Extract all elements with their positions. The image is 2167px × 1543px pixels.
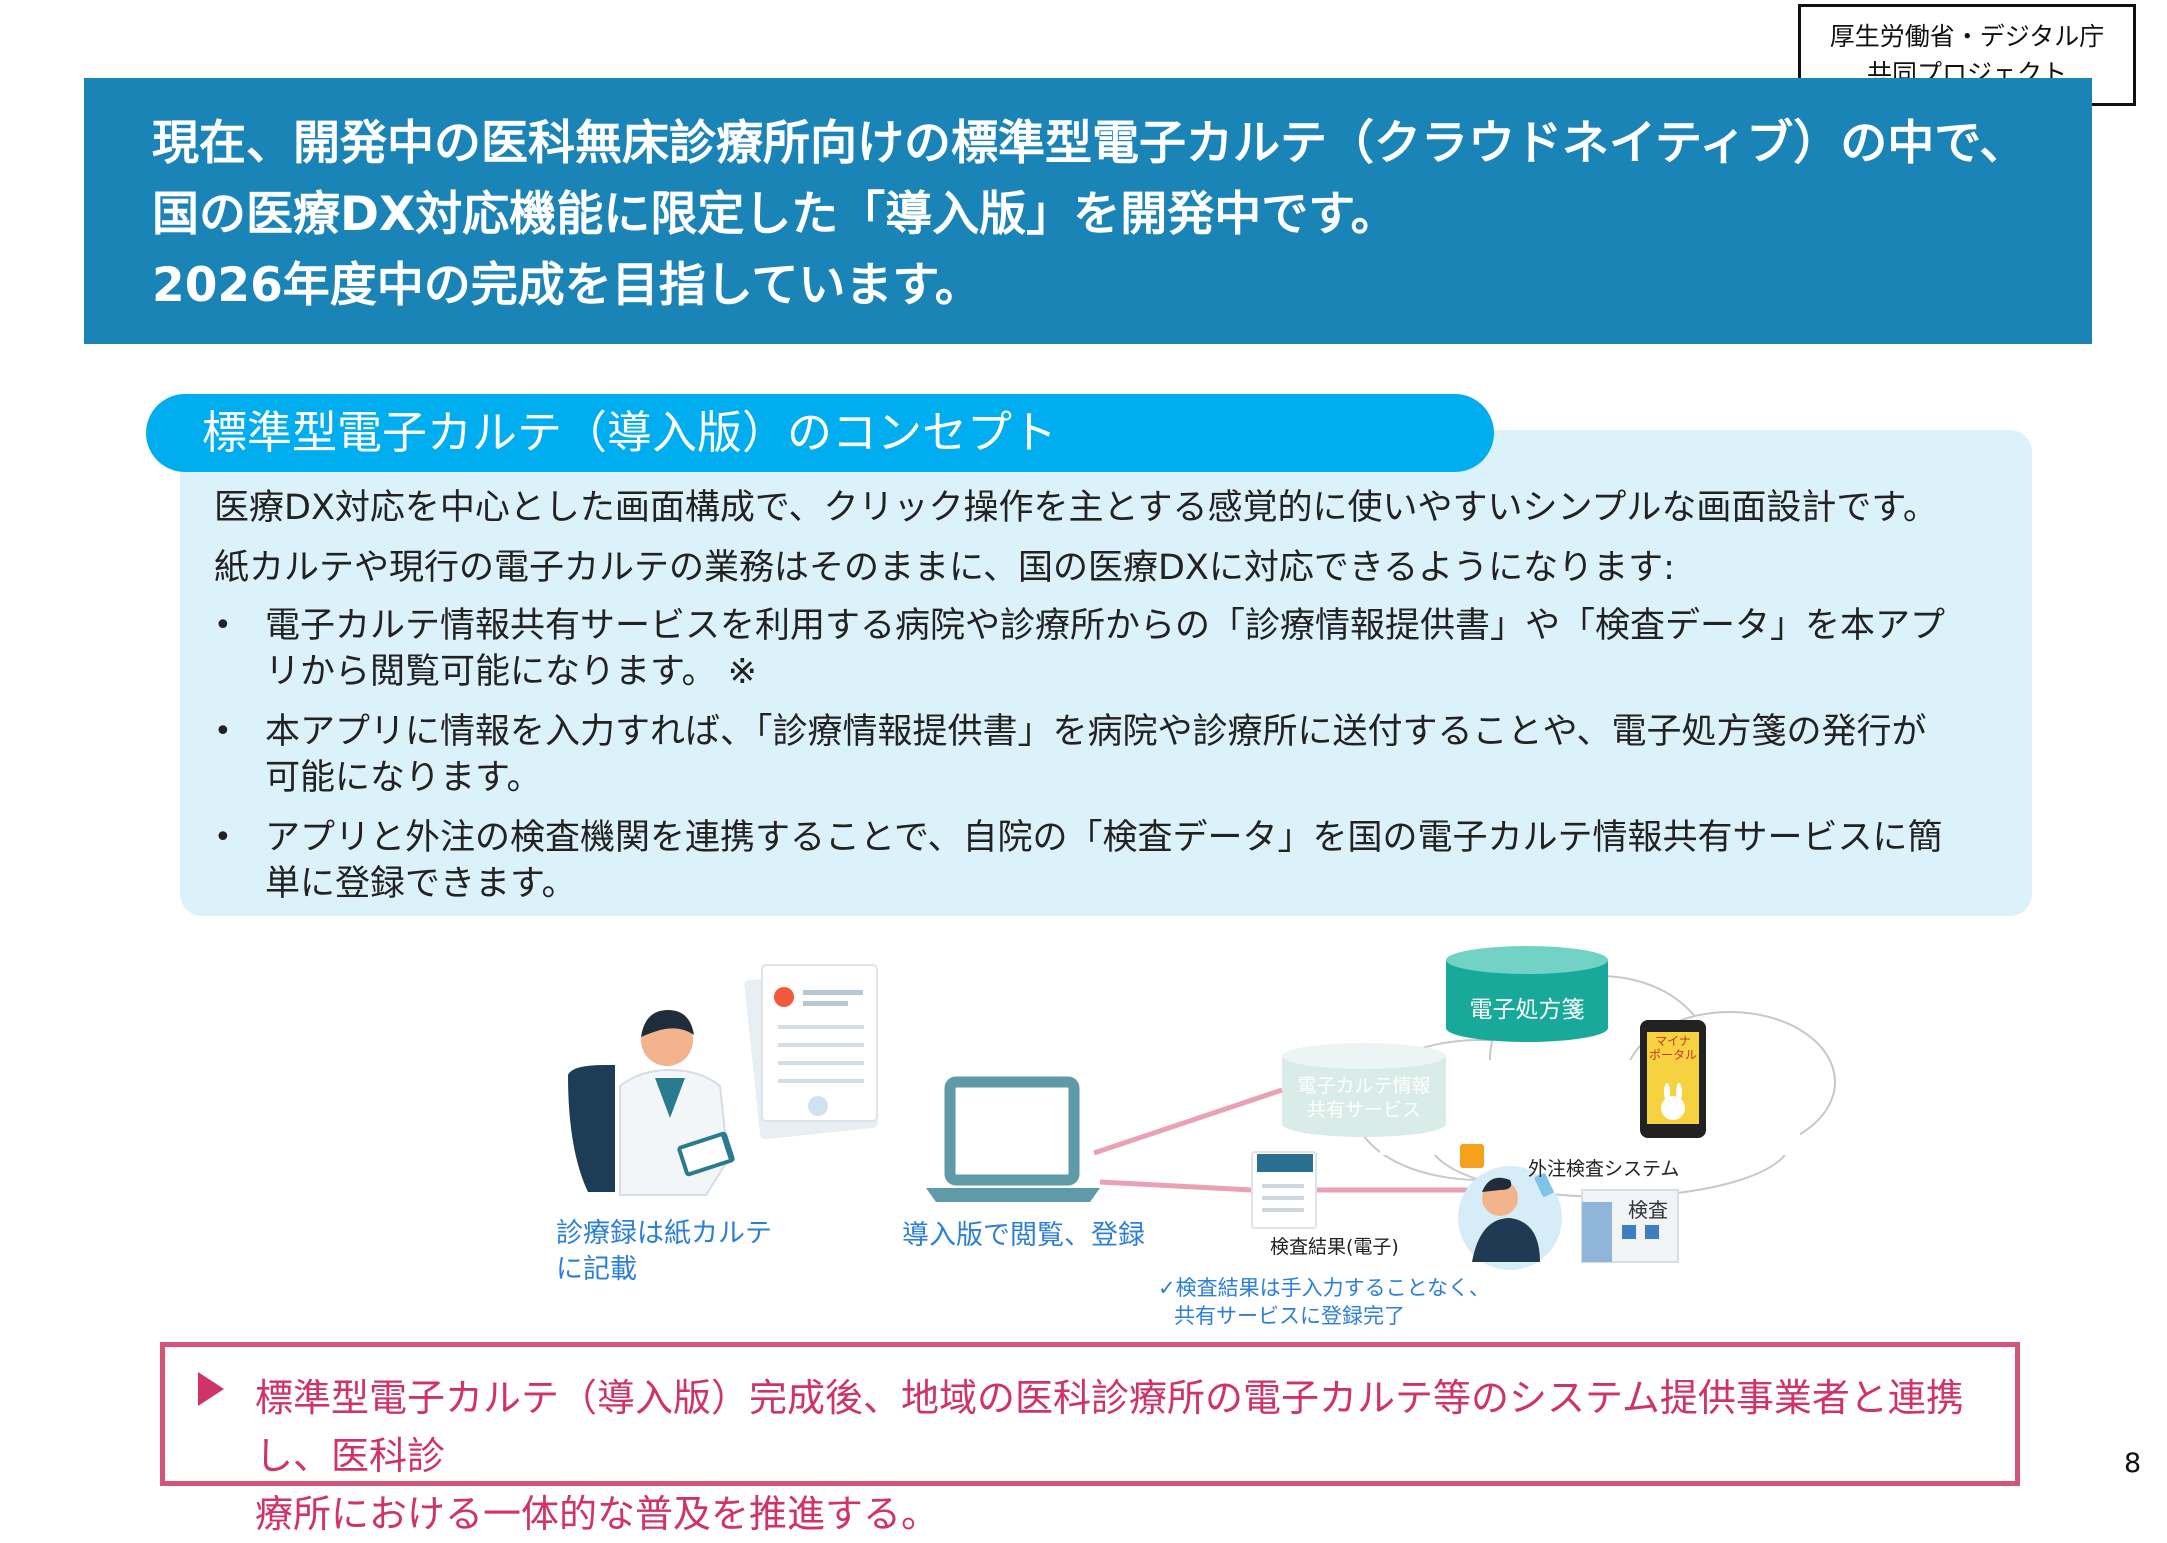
lab-result-sheet-icon: [1251, 1151, 1317, 1229]
bullet-item-1: 電子カルテ情報共有サービスを利用する病院や診療所からの「診療情報提供書」や「検査…: [265, 603, 2005, 695]
lab-note: ✓検査結果は手入力することなく、 共有サービスに登録完了: [1158, 1274, 1490, 1330]
database-icon: [1446, 946, 1608, 1042]
bullet-item-2: 本アプリに情報を入力すれば、「診療情報提供書」を病院や診療所に送付することや、電…: [265, 709, 2005, 801]
document-icon: [744, 964, 878, 1140]
lab-note-line-2: 共有サービスに登録完了: [1174, 1304, 1405, 1328]
bullet-1-line-2: リから閲覧可能になります。 ※: [265, 652, 757, 692]
laptop-caption: 導入版で閲覧、登録: [902, 1220, 1145, 1251]
lab-building-icon: [1581, 1189, 1679, 1263]
bullet-marker: •: [214, 714, 232, 749]
bullet-marker: •: [214, 608, 232, 643]
summary-line-1: 標準型電子カルテ（導入版）完成後、地域の医科診療所の電子カルテ等のシステム提供事…: [255, 1376, 1964, 1478]
doctor-caption: 診療録は紙カルテ に記載: [556, 1216, 772, 1288]
summary-box: 標準型電子カルテ（導入版）完成後、地域の医科診療所の電子カルテ等のシステム提供事…: [160, 1342, 2020, 1536]
mynaportal-label: マイナ ポータル: [1647, 1034, 1699, 1062]
triangle-arrow-icon: [198, 1372, 224, 1406]
bullet-2-line-2: 可能になります。: [265, 758, 542, 798]
lab-technician-icon: [1458, 1144, 1562, 1270]
concept-intro-2: 紙カルテや現行の電子カルテの業務はそのままに、国の医療DXに対応できるようになり…: [214, 548, 1675, 588]
database-icon: [1282, 1043, 1446, 1137]
announcement-banner: 現在、開発中の医科無床診療所向けの標準型電子カルテ（クラウドネイティブ）の中で、…: [84, 78, 2092, 344]
lab-building-label: 検査: [1628, 1198, 1668, 1222]
sharing-service-line-1: 電子カルテ情報: [1297, 1075, 1431, 1097]
doctor-caption-line-2: に記載: [556, 1254, 637, 1285]
lab-result-label: 検査結果(電子): [1270, 1236, 1399, 1258]
page-number: 8: [2124, 1448, 2142, 1479]
lab-note-line-1: ✓検査結果は手入力することなく、: [1158, 1276, 1490, 1300]
doctor-caption-line-1: 診療録は紙カルテ: [556, 1218, 772, 1249]
concept-title: 標準型電子カルテ（導入版）のコンセプト: [146, 394, 1494, 472]
concept-panel: [180, 430, 2032, 916]
bullet-3-line-1: アプリと外注の検査機関を連携することで、自院の「検査データ」を国の電子カルテ情報…: [265, 818, 1943, 858]
bullet-marker: •: [214, 820, 232, 855]
concept-intro-1: 医療DX対応を中心とした画面構成で、クリック操作を主とする感覚的に使いやすいシン…: [214, 488, 1938, 528]
smartphone-icon: [1640, 1020, 1706, 1138]
summary-line-2: 療所における一体的な普及を推進する。: [255, 1492, 940, 1536]
sharing-service-line-2: 共有サービス: [1306, 1099, 1421, 1121]
workflow-diagram: [568, 946, 1836, 1270]
bullet-item-3: アプリと外注の検査機関を連携することで、自院の「検査データ」を国の電子カルテ情報…: [265, 815, 2005, 907]
sharing-service-label: 電子カルテ情報 共有サービス: [1282, 1074, 1446, 1122]
bullet-1-line-1: 電子カルテ情報共有サービスを利用する病院や診療所からの「診療情報提供書」や「検査…: [265, 606, 1946, 646]
bullet-3-line-2: 単に登録できます。: [265, 864, 577, 904]
banner-line-2: 国の医療DX対応機能に限定した「導入版」を開発中です。: [152, 187, 1398, 242]
mynaportal-line-1: マイナ: [1655, 1034, 1691, 1048]
mynaportal-line-2: ポータル: [1648, 1048, 1697, 1062]
doctor-icon: [568, 1010, 735, 1196]
connection-lines: [1093, 1087, 1470, 1193]
lab-system-label: 外注検査システム: [1528, 1158, 1680, 1180]
project-label-line1: 厚生労働省・デジタル庁: [1829, 22, 2105, 51]
laptop-icon: [926, 1076, 1100, 1202]
bullet-2-line-1: 本アプリに情報を入力すれば、「診療情報提供書」を病院や診療所に送付することや、電…: [265, 712, 1927, 752]
eprescription-label: 電子処方箋: [1469, 997, 1585, 1023]
banner-line-3: 2026年度中の完成を目指しています。: [152, 258, 982, 313]
banner-line-1: 現在、開発中の医科無床診療所向けの標準型電子カルテ（クラウドネイティブ）の中で、: [152, 116, 2027, 171]
